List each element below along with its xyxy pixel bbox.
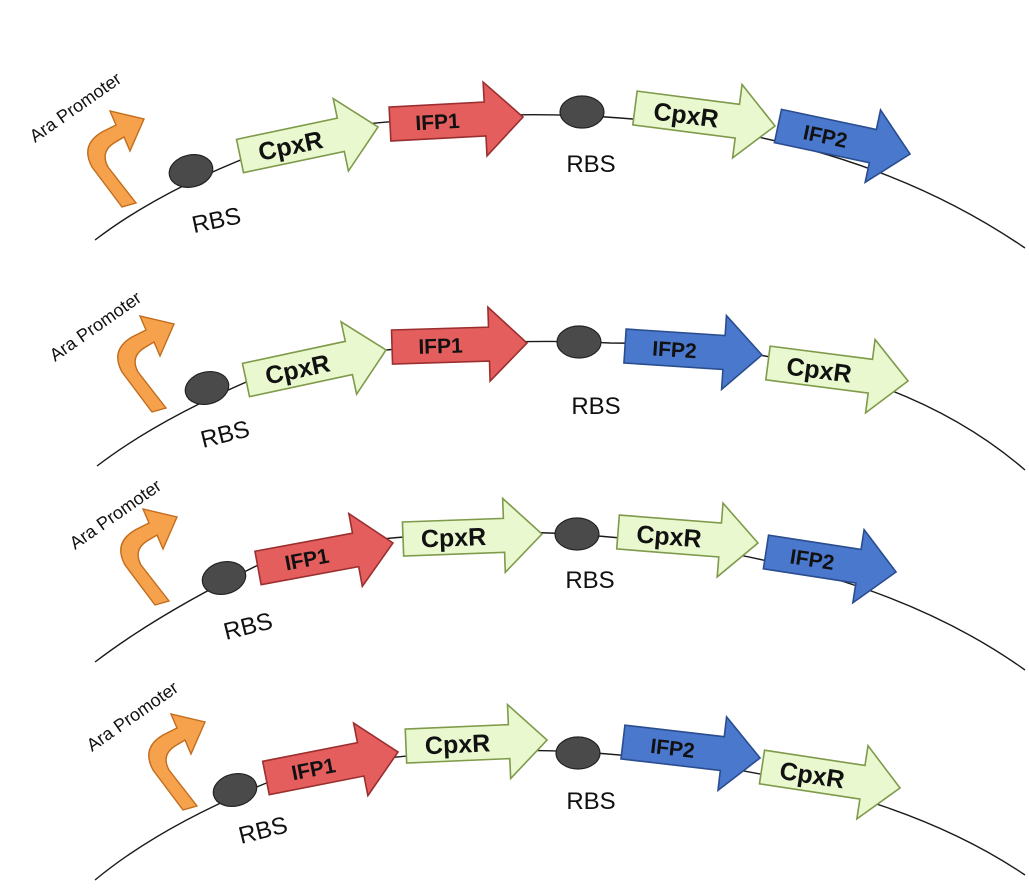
rbs-1-label: RBS [221, 608, 275, 646]
ifp2-cds-arrow: IFP2 [620, 714, 762, 793]
cpxr-cds-arrow: CpxR [235, 96, 380, 174]
cpxr-cds-label: CpxR [424, 729, 490, 760]
rbs-1-label: RBS [236, 812, 290, 850]
ara-promoter [117, 315, 175, 413]
rbs-2-label: RBS [571, 393, 620, 420]
ifp1-cds-shape [254, 511, 395, 589]
ifp2-cds-shape [762, 527, 898, 605]
cpxr-cds-label: CpxR [635, 520, 702, 553]
cpxr-cds-shape [764, 337, 910, 415]
cpxr-cds-arrow: CpxR [241, 320, 388, 398]
cpxr-cds-arrow: CpxR [404, 702, 549, 781]
rbs-2-label: RBS [565, 567, 614, 594]
ifp1-cds-label: IFP1 [418, 335, 463, 359]
ifp1-cds-shape [390, 305, 529, 384]
plasmid-backbone [94, 531, 1026, 671]
ifp1-cds-shape [261, 721, 400, 798]
rbs-2-icon [555, 736, 601, 770]
cpxr-cds-shape [235, 96, 380, 174]
cpxr-cds-label: CpxR [256, 126, 326, 167]
ifp1-cds-arrow: IFP1 [388, 80, 525, 158]
cpxr-cds-shape [615, 501, 760, 579]
cpxr-cds-arrow: CpxR [401, 496, 544, 575]
ara-promoter [148, 713, 206, 811]
cpxr-cds-arrow: CpxR [615, 501, 760, 579]
cpxr-cds-shape [404, 702, 549, 781]
rbs-1-label: RBS [189, 202, 243, 239]
ifp2-cds-shape [620, 714, 762, 793]
rbs-2-label: RBS [566, 788, 615, 815]
ifp2-cds-arrow: IFP2 [773, 107, 912, 185]
cpxr-cds-shape [401, 496, 544, 575]
ifp2-cds-arrow: IFP2 [762, 527, 898, 605]
ara-promoter [87, 110, 145, 208]
ara-promoter-icon [87, 110, 145, 208]
rbs-2-icon [559, 95, 605, 129]
ifp1-cds-shape [388, 80, 525, 158]
cpxr-cds-label: CpxR [420, 523, 486, 553]
ifp1-cds-arrow: IFP1 [254, 511, 395, 589]
ifp1-cds-arrow: IFP1 [390, 305, 529, 384]
cpxr-cds-arrow: CpxR [764, 337, 910, 415]
ifp2-cds-label: IFP2 [649, 735, 696, 763]
rbs-1-icon [168, 154, 214, 188]
ifp2-cds-shape [623, 313, 764, 392]
ara-promoter-icon [117, 315, 175, 413]
cpxr-cds-shape [241, 320, 388, 398]
rbs-1-icon [184, 370, 230, 406]
cpxr-cds-shape [758, 743, 902, 821]
cpxr-cds-shape [631, 82, 777, 160]
rbs-1-icon [201, 560, 247, 596]
rbs-1-icon [212, 772, 258, 808]
ifp1-cds-label: IFP1 [415, 110, 461, 135]
rbs-1-label: RBS [198, 416, 252, 454]
ifp2-cds-label: IFP2 [652, 337, 698, 363]
cpxr-cds-arrow: CpxR [758, 743, 902, 821]
ifp2-cds-arrow: IFP2 [623, 313, 764, 392]
rbs-2-icon [556, 325, 602, 359]
ifp2-cds-shape [773, 107, 912, 185]
rbs-2-label: RBS [566, 151, 615, 178]
ifp1-cds-arrow: IFP1 [261, 721, 400, 798]
ara-promoter-icon [120, 508, 178, 606]
rbs-2-icon [554, 517, 600, 551]
ara-promoter [120, 508, 178, 606]
cpxr-cds-arrow: CpxR [631, 82, 777, 160]
ara-promoter-icon [148, 713, 206, 811]
